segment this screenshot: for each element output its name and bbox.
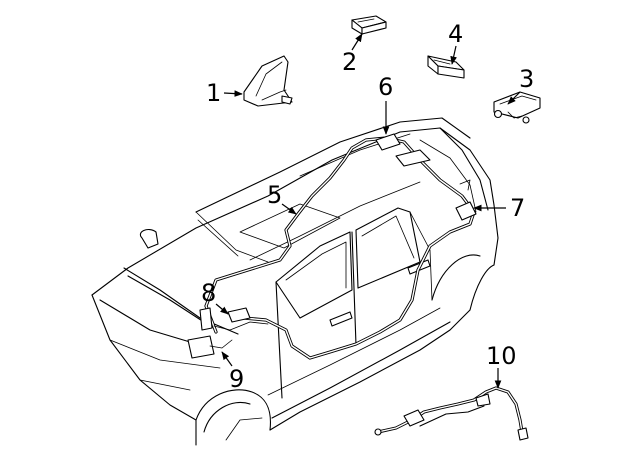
- part-4-antenna-module: [427, 55, 465, 79]
- callout-7: 7: [510, 194, 525, 222]
- leader-5: [281, 203, 297, 215]
- leader-1: [223, 90, 243, 97]
- leader-arrows: [215, 33, 521, 389]
- callout-2: 2: [342, 48, 357, 76]
- leader-9: [221, 351, 233, 367]
- leader-3: [507, 91, 521, 105]
- part-1-roof-antenna: [243, 55, 293, 107]
- callout-4: 4: [448, 20, 463, 48]
- leader-2: [351, 33, 363, 51]
- antenna-cable-harness: [187, 133, 477, 360]
- part-2-antenna-connector: [351, 15, 387, 35]
- callout-8: 8: [201, 279, 216, 307]
- leader-4: [450, 45, 457, 65]
- callout-10: 10: [486, 342, 517, 370]
- callout-9: 9: [229, 365, 244, 393]
- callout-6: 6: [378, 73, 393, 101]
- part-3-antenna-amplifier: [493, 91, 541, 124]
- callout-labels: 1 2 3 4 5 6 7 8 9 10: [201, 20, 534, 393]
- callout-1: 1: [206, 79, 221, 107]
- vehicle-body: [91, 117, 499, 446]
- part-10-antenna-cable: [374, 386, 529, 441]
- callout-5: 5: [267, 181, 282, 209]
- leader-8: [215, 303, 229, 315]
- callout-3: 3: [519, 65, 534, 93]
